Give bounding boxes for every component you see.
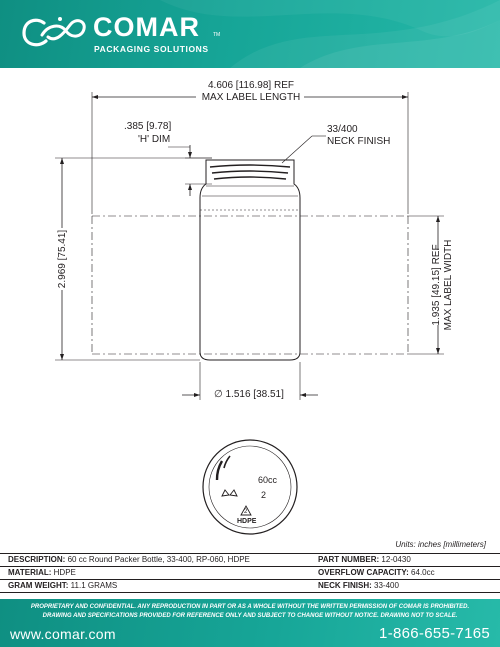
part-number-label: PART NUMBER: (318, 555, 380, 564)
brand-tagline: PACKAGING SOLUTIONS (94, 44, 209, 54)
recycle-symbol-icon (240, 505, 252, 516)
gram-weight-value: 11.1 GRAMS (70, 581, 118, 590)
bottle-base-view (202, 439, 298, 535)
label-width-caption: MAX LABEL WIDTH (443, 239, 454, 331)
spec-row-material: MATERIAL: HDPE OVERFLOW CAPACITY: 64.0cc (0, 567, 500, 580)
h-dim-value: .385 [9.78] (124, 121, 172, 132)
neck-finish-value: 33/400 (327, 124, 358, 135)
footer-banner: PROPRIETARY AND CONFIDENTIAL. ANY REPROD… (0, 599, 500, 647)
description-value: 60 cc Round Packer Bottle, 33-400, RP-06… (67, 555, 250, 564)
bottle-technical-drawing (55, 92, 444, 535)
neck-finish-spec-value: 33-400 (374, 581, 399, 590)
label-width-dimension: 1.935 [49.15] REF (431, 244, 442, 326)
recycle-code: 2 (244, 509, 248, 515)
spec-row-gram-weight: GRAM WEIGHT: 11.1 GRAMS NECK FINISH: 33-… (0, 580, 500, 593)
spec-row-description: DESCRIPTION: 60 cc Round Packer Bottle, … (0, 554, 500, 567)
comar-logo-icon (22, 17, 86, 47)
disclaimer-line-2: DRAWING AND SPECIFICATIONS PROVIDED FOR … (42, 613, 458, 619)
phone-number[interactable]: 1-866-655-7165 (379, 625, 490, 642)
description-label: DESCRIPTION: (8, 555, 66, 564)
neck-threads (209, 164, 291, 180)
neck-finish-caption: NECK FINISH (327, 136, 391, 147)
base-material-text: HDPE (237, 518, 257, 525)
disclaimer-line-1: PROPRIETARY AND CONFIDENTIAL. ANY REPROD… (30, 604, 470, 610)
neck-finish-label: NECK FINISH: (318, 581, 372, 590)
specs-table: DESCRIPTION: 60 cc Round Packer Bottle, … (0, 553, 500, 593)
height-dimension: 2.969 [75.41] (57, 229, 68, 289)
gram-weight-label: GRAM WEIGHT: (8, 581, 69, 590)
units-note: Units: inches [millimeters] (395, 540, 486, 549)
bottle-outline (199, 159, 301, 361)
material-value: HDPE (53, 568, 76, 577)
h-dim-caption: 'H' DIM (138, 134, 171, 145)
website-link[interactable]: www.comar.com (10, 626, 116, 642)
label-length-caption: MAX LABEL LENGTH (201, 92, 301, 103)
disclaimer-text: PROPRIETARY AND CONFIDENTIAL. ANY REPROD… (10, 603, 490, 621)
label-length-dimension: 4.606 [116.98] REF (208, 80, 294, 91)
diameter-dimension: ∅ 1.516 [38.51] (214, 389, 284, 400)
trademark-mark: TM (213, 32, 221, 38)
overflow-capacity-value: 64.0cc (411, 568, 435, 577)
part-number-value: 12-0430 (381, 555, 411, 564)
material-label: MATERIAL: (8, 568, 52, 577)
overflow-capacity-label: OVERFLOW CAPACITY: (318, 568, 409, 577)
base-capacity-text: 60cc (258, 475, 278, 485)
base-mold-number: 2 (261, 490, 267, 500)
brand-name: COMAR (93, 12, 200, 42)
header-wave-decoration (160, 0, 500, 68)
header-banner: COMAR TM PACKAGING SOLUTIONS (0, 0, 500, 68)
neck-finish-leader (281, 135, 313, 164)
